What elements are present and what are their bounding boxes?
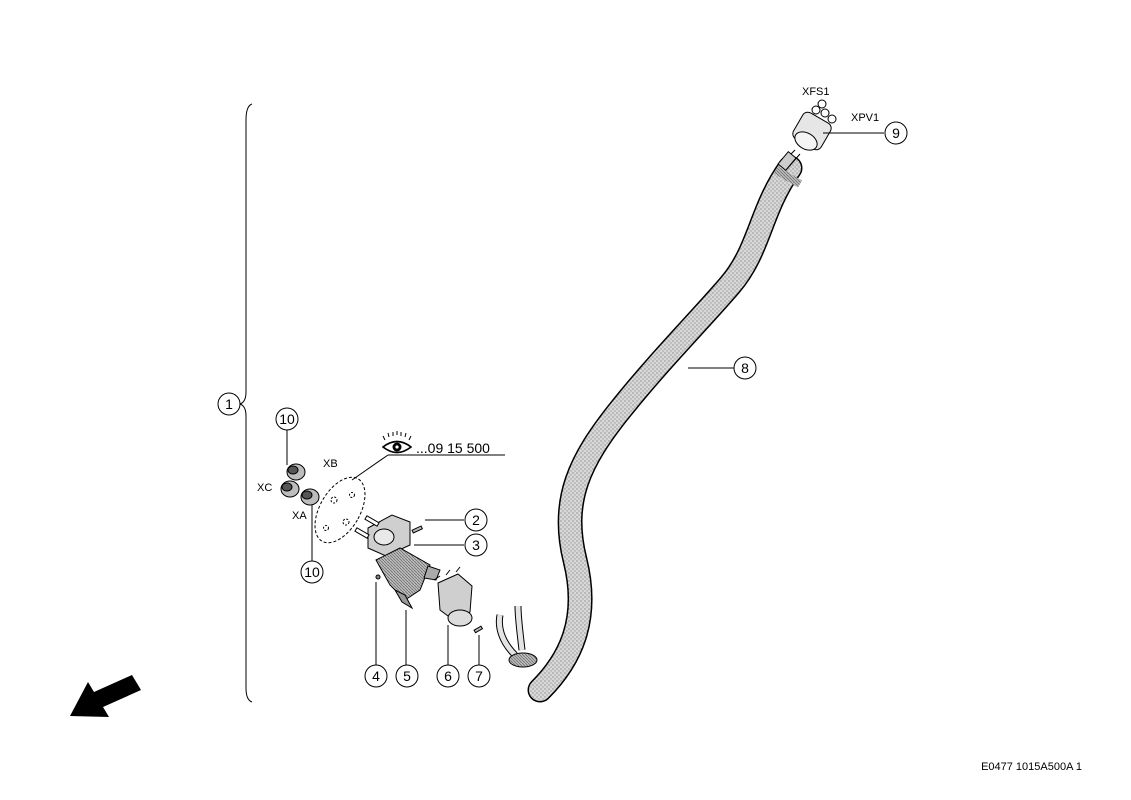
screw xyxy=(411,525,424,534)
callout-1-number: 1 xyxy=(225,396,233,412)
gasket-reference-line xyxy=(351,454,389,481)
cable-hose xyxy=(527,155,803,703)
label-xa: XA xyxy=(292,510,307,522)
connector-xb xyxy=(286,463,306,481)
label-xfs1: XFS1 xyxy=(802,86,830,98)
small-washer xyxy=(375,574,381,580)
connector-xc xyxy=(280,480,300,498)
callout-9-number: 9 xyxy=(892,125,900,141)
callout-8-number: 8 xyxy=(741,360,749,376)
callout-6: 6 xyxy=(436,664,460,688)
drawing-id: E0477 1015A500A 1 xyxy=(981,761,1082,773)
callout-8: 8 xyxy=(733,356,757,380)
callout-5: 5 xyxy=(395,664,419,688)
cable-gland xyxy=(433,566,473,627)
leader-lines xyxy=(286,132,884,665)
connector-xa xyxy=(300,488,320,506)
connector-xpv1 xyxy=(777,99,837,172)
reference-drawing-number: ...09 15 500 xyxy=(416,440,490,456)
wire-ends xyxy=(495,605,538,668)
callout-7: 7 xyxy=(467,664,491,688)
gland-screw xyxy=(473,625,484,634)
callout-2: 2 xyxy=(464,508,488,532)
callout-3: 3 xyxy=(464,533,488,557)
callout-5-number: 5 xyxy=(403,668,411,684)
eye-icon xyxy=(381,431,413,454)
label-xc: XC xyxy=(257,482,272,494)
callout-10-top-number: 10 xyxy=(279,411,295,427)
callout-9: 9 xyxy=(884,121,908,145)
contact-insert xyxy=(375,547,441,610)
callout-6-number: 6 xyxy=(444,668,452,684)
label-xb: XB xyxy=(323,458,338,470)
callout-10-bottom: 10 xyxy=(300,560,324,584)
direction-arrow-icon xyxy=(70,675,141,717)
callout-10-top: 10 xyxy=(275,407,299,431)
callout-3-number: 3 xyxy=(472,537,480,553)
callout-2-number: 2 xyxy=(472,512,480,528)
callout-10-bottom-number: 10 xyxy=(304,564,320,580)
dashed-gasket xyxy=(314,476,366,544)
label-xpv1: XPV1 xyxy=(851,112,879,124)
connector-housing xyxy=(354,514,411,557)
callout-4: 4 xyxy=(364,664,388,688)
group-brace xyxy=(238,103,253,703)
callout-7-number: 7 xyxy=(475,668,483,684)
callout-4-number: 4 xyxy=(372,668,380,684)
callout-1: 1 xyxy=(217,392,241,416)
